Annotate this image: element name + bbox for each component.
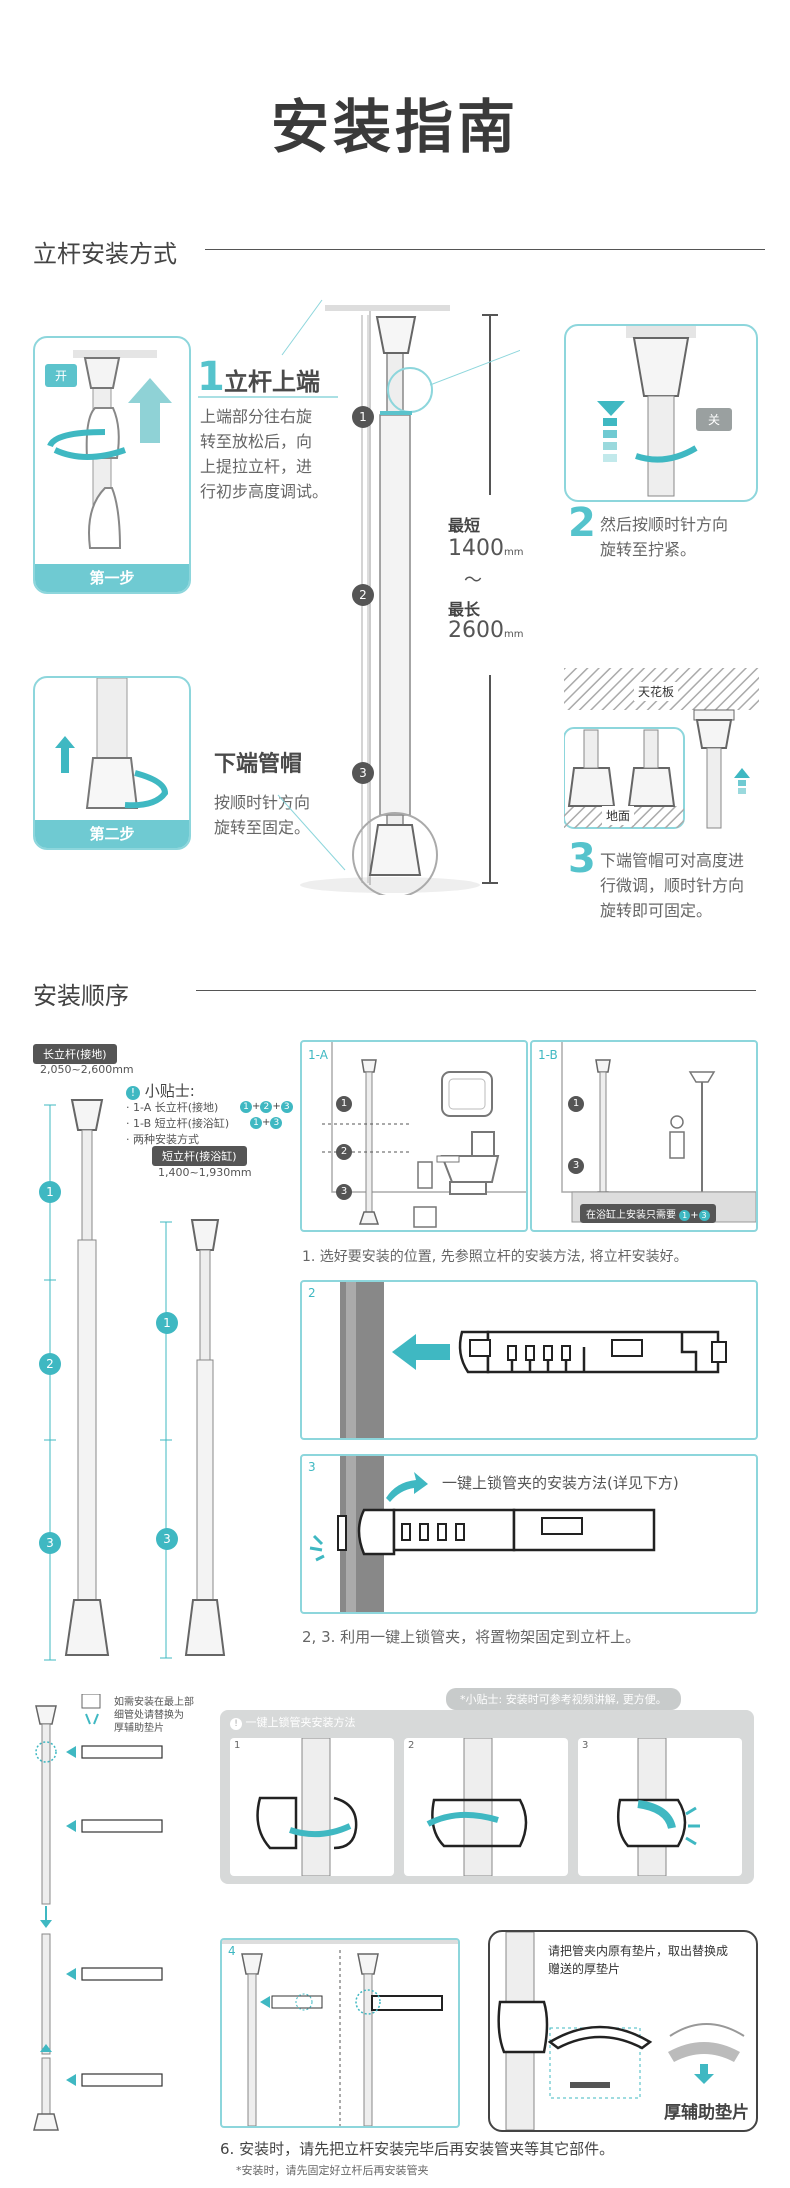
step6-caption: 6. 安装时，请先把立杆安装完毕后再安装管夹等其它部件。: [220, 2140, 615, 2158]
ceiling-label: 天花板: [634, 682, 679, 701]
clip-open-illustration: [256, 1738, 358, 1876]
section-heading-pole-install: 立杆安装方式: [33, 240, 177, 268]
pole-marker-1: 1: [352, 406, 374, 428]
step1-title: 立杆上端: [224, 368, 320, 396]
page-title: 安装指南: [270, 93, 519, 161]
long-pole-marker-1: 1: [39, 1181, 61, 1203]
video-tip-bubble: *小贴士: 安装时可参考视频讲解, 更方便。: [446, 1688, 681, 1710]
step1-card: 开 第一步: [33, 336, 191, 594]
short-pole-range: 1,400~1,930mm: [158, 1166, 252, 1179]
step6-note: *安装时，请先固定好立杆后再安装管夹: [236, 2164, 429, 2177]
box-1a-marker-2: 2: [336, 1144, 352, 1160]
short-pole-diagram: [160, 1219, 226, 1659]
hand-pull-illustration: [47, 350, 172, 549]
bathtub-note: 在浴缸上安装只需要 1+3: [580, 1204, 716, 1223]
short-pole-marker-3: 3: [156, 1528, 178, 1550]
pole-marker-3: 3: [352, 762, 374, 784]
step2-footer: 第二步: [35, 820, 189, 848]
floor-label: 地面: [602, 806, 635, 825]
clip-method-title: ! 一键上锁管夹安装方法: [230, 1714, 356, 1730]
step1-underline: [198, 396, 338, 398]
box-step3: 3 一键上锁管夹的安装方法(详见下方): [300, 1454, 758, 1614]
right-step2-number: 2: [568, 500, 596, 546]
box-step2-label: 2: [308, 1286, 316, 1300]
box-1a-marker-1: 1: [336, 1096, 352, 1112]
tips-list: · 1-A 长立杆(接地)· 1-B 短立杆(接浴缸)· 两种安装方式: [126, 1101, 230, 1146]
clip-method-panel: ! 一键上锁管夹安装方法 1 2 3: [220, 1710, 754, 1884]
range-tilde: ～: [464, 570, 482, 591]
tips-seq-a: 1+2+3: [240, 1101, 293, 1113]
section-divider: [205, 249, 765, 250]
short-pole-label: 短立杆(接浴缸): [152, 1146, 247, 1166]
left-assembly-column: [33, 1694, 163, 2131]
cap-rotate-illustration: [55, 678, 169, 809]
step2-card: 第二步: [33, 676, 191, 850]
open-tag: 开: [45, 364, 78, 387]
long-pole-range: 2,050~2,600mm: [40, 1063, 134, 1076]
pad-replacement-illustration: [497, 1932, 745, 2130]
step23-caption: 2, 3. 利用一键上锁管夹，将置物架固定到立杆上。: [302, 1628, 641, 1646]
long-pole-marker-3: 3: [39, 1532, 61, 1554]
box-1b: 1-B 1 3 在浴缸上安装只需要 1+3: [530, 1040, 758, 1232]
min-length-value: 1400mm: [448, 536, 524, 561]
step1-footer: 第一步: [35, 564, 189, 592]
section-divider: [196, 990, 756, 991]
shelf-clip-align-illustration: [340, 1282, 727, 1438]
right-step2-text: 然后按顺时针方向旋转至拧紧。: [600, 515, 729, 559]
box-1a-marker-3: 3: [336, 1184, 352, 1200]
bathtub-shower-illustration: [561, 1042, 756, 1223]
box-1a: 1-A 1 2 3: [300, 1040, 528, 1232]
max-length-label: 最长: [448, 600, 481, 619]
clip-step-2: 2: [404, 1738, 568, 1876]
tighten-illustration: [597, 326, 698, 497]
close-tag: 关: [696, 408, 733, 431]
box-1b-marker-3: 3: [568, 1158, 584, 1174]
box-1b-marker-1: 1: [568, 1096, 584, 1112]
left-pad-note: 如需安装在最上部细管处请替换为厚辅助垫片: [114, 1697, 194, 1734]
clip-step-1: 1: [230, 1738, 394, 1876]
bathroom-toilet-illustration: [322, 1042, 526, 1228]
pad-replacement-panel: 请把管夹内原有垫片，取出替换成赠送的厚垫片 厚辅助垫片: [488, 1930, 758, 2132]
box-step4-label: 4: [228, 1944, 236, 1958]
box-step2: 2: [300, 1280, 758, 1440]
right-step3-text: 下端管帽可对高度进行微调，顺时针方向旋转即可固定。: [600, 851, 745, 920]
step1-text: 上端部分往右旋转至放松后，向上提拉立杆，进行初步高度调试。: [200, 407, 329, 501]
thick-pad-label: 厚辅助垫片: [664, 2103, 749, 2123]
step1-caption: 1. 选好要安装的位置, 先参照立杆的安装方法, 将立杆安装好。: [302, 1249, 688, 1265]
main-pole-diagram: [277, 299, 520, 895]
box-step3-text: 一键上锁管夹的安装方法(详见下方): [442, 1474, 679, 1492]
right-step3-number: 3: [568, 836, 596, 882]
top-clip-install-illustration: [222, 1940, 458, 2126]
box-step4: 4: [220, 1938, 460, 2128]
tighten-card: 关: [564, 324, 758, 502]
shelf-clip-lock-illustration: [309, 1456, 656, 1612]
pad-note: 请把管夹内原有垫片，取出替换成赠送的厚垫片: [548, 1944, 729, 1976]
step1-number: 1: [197, 354, 225, 400]
tips-title: ! 小贴士:: [126, 1080, 195, 1101]
max-length-value: 2600mm: [448, 618, 524, 643]
section-heading-install-order: 安装顺序: [33, 982, 129, 1010]
tips-seq-b: 1+3: [250, 1117, 283, 1129]
step2-title: 下端管帽: [214, 752, 303, 777]
clip-step-3: 3: [578, 1738, 742, 1876]
long-pole-label: 长立杆(接地): [33, 1044, 117, 1064]
clip-locked-illustration: [617, 1738, 700, 1876]
pole-marker-2: 2: [352, 584, 374, 606]
clip-wrap-illustration: [426, 1738, 528, 1876]
step2-text: 按顺时针方向旋转至固定。: [214, 793, 311, 837]
box-1a-label: 1-A: [308, 1048, 328, 1062]
long-pole-marker-2: 2: [39, 1353, 61, 1375]
box-1b-label: 1-B: [538, 1048, 558, 1062]
short-pole-marker-1: 1: [156, 1312, 178, 1334]
long-pole-diagram: [44, 1099, 110, 1661]
min-length-label: 最短: [448, 516, 481, 535]
box-step3-label: 3: [308, 1460, 316, 1474]
